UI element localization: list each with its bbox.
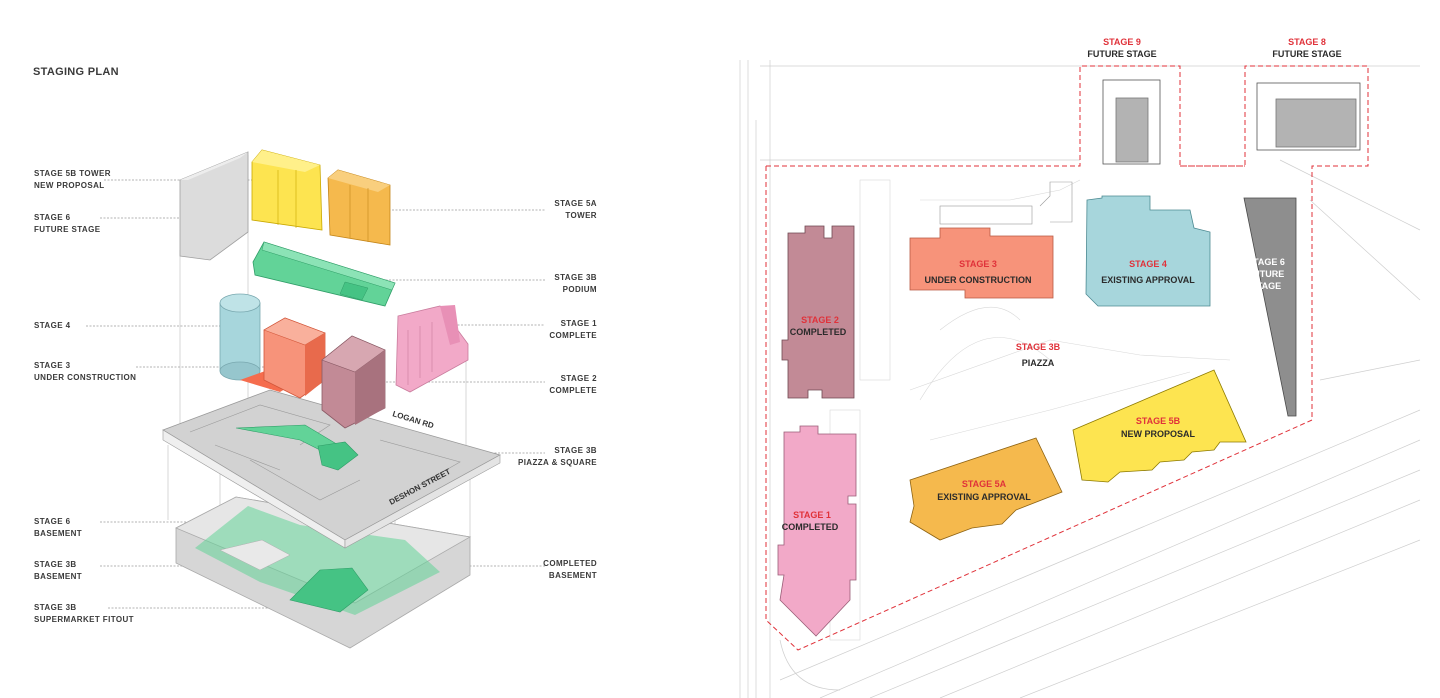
- stage6-future-volume: [179, 151, 249, 261]
- plan-stage2-status: COMPLETED: [790, 327, 847, 337]
- plan-stage8-label: STAGE 8: [1288, 37, 1326, 47]
- plan-stage3b-status: PIAZZA: [1022, 358, 1055, 368]
- plan-stage5b-label: STAGE 5B: [1136, 416, 1181, 426]
- stage5b-footprint: [1072, 369, 1247, 483]
- plan-stage4-status: EXISTING APPROVAL: [1101, 275, 1195, 285]
- plan-stage8-status: FUTURE STAGE: [1272, 49, 1341, 59]
- stage5a-footprint: [909, 437, 1063, 541]
- stage4-cylinder: [219, 293, 261, 381]
- plan-stage9-status: FUTURE STAGE: [1087, 49, 1156, 59]
- page-title: STAGING PLAN: [33, 66, 119, 78]
- stage6-footprint: [1243, 197, 1297, 417]
- stage1-volume: [395, 305, 469, 393]
- stage1-footprint: [777, 425, 857, 637]
- plan-stage9-label: STAGE 9: [1103, 37, 1141, 47]
- stage2-volume: [321, 335, 386, 429]
- site-plan: STAGE 9 FUTURE STAGE STAGE 8 FUTURE STAG…: [739, 37, 1421, 698]
- stage4-footprint: [1085, 195, 1211, 307]
- stage3-volume: [240, 317, 326, 399]
- stage8-footprint: [1256, 82, 1361, 151]
- plan-stage2-label: STAGE 2: [801, 315, 839, 325]
- plan-stage5a-label: STAGE 5A: [962, 479, 1007, 489]
- plan-stage6-label: STAGE 6: [1247, 257, 1285, 267]
- plan-stage1-status: COMPLETED: [782, 522, 839, 532]
- stage5a-tower: [327, 169, 391, 246]
- site-boundary: [765, 65, 1369, 651]
- plan-stage5a-status: EXISTING APPROVAL: [937, 492, 1031, 502]
- stage3-footprint: [909, 227, 1054, 299]
- plan-stage5b-status: NEW PROPOSAL: [1121, 429, 1196, 439]
- ground-plate: [162, 389, 502, 549]
- stage2-footprint: [781, 225, 855, 399]
- stage3b-podium: [252, 241, 396, 307]
- plan-stage6-status1: FUTURE: [1248, 269, 1285, 279]
- plan-stage4-label: STAGE 4: [1129, 259, 1167, 269]
- plan-stage6-status2: STAGE: [1251, 281, 1281, 291]
- stage5b-tower: [251, 149, 323, 231]
- plan-stage3-status: UNDER CONSTRUCTION: [925, 275, 1032, 285]
- plan-stage3-label: STAGE 3: [959, 259, 997, 269]
- basement-volume: [175, 496, 472, 649]
- stage9-footprint: [1102, 79, 1161, 165]
- plan-stage1-label: STAGE 1: [793, 510, 831, 520]
- axonometric-diagram: LOGAN RD DESHON STREET: [86, 149, 545, 649]
- plan-stage3b-label: STAGE 3B: [1016, 342, 1061, 352]
- label-stage4: STAGE 4: [34, 321, 71, 330]
